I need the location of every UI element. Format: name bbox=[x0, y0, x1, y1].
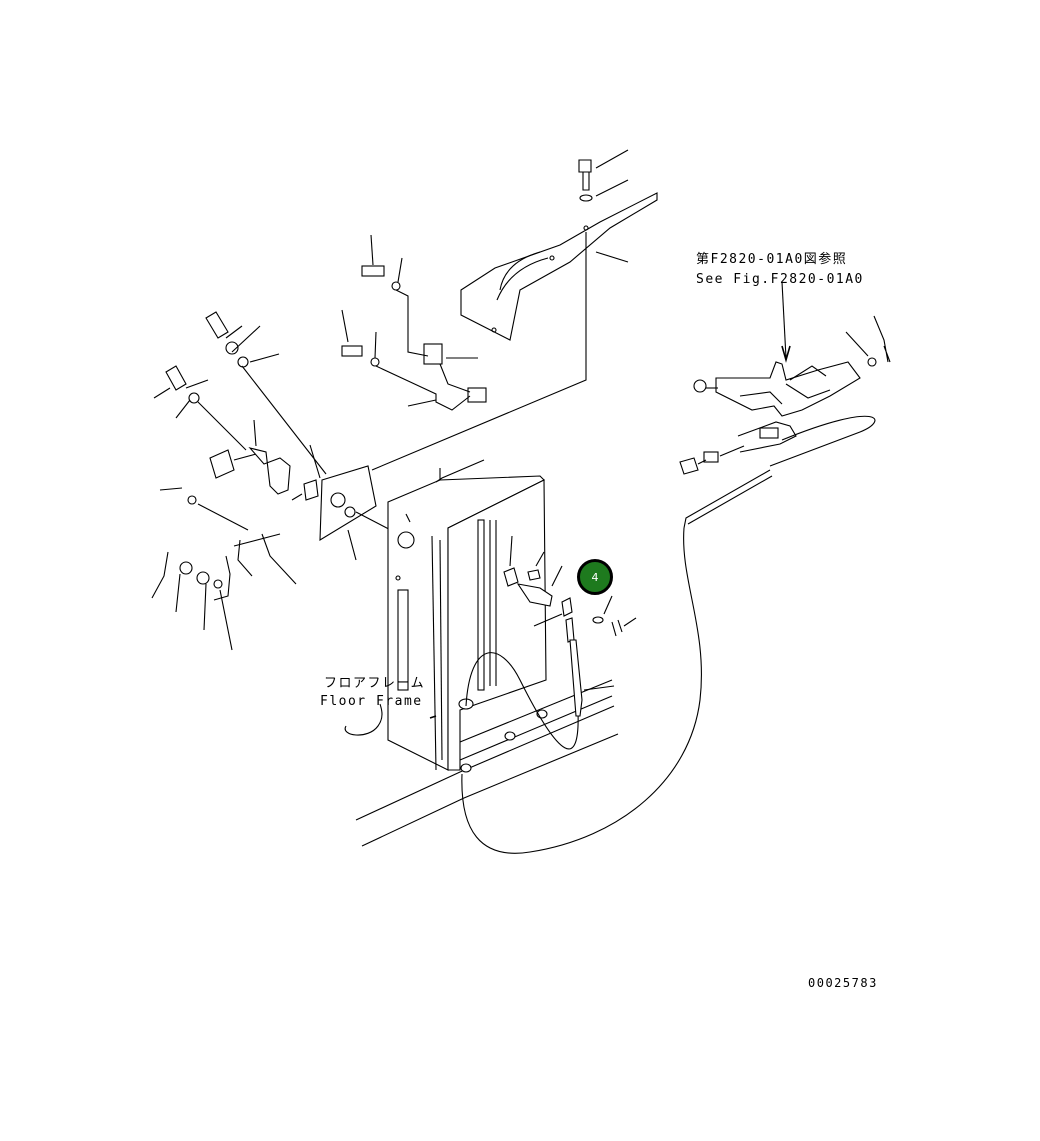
callout-number: 4 bbox=[591, 570, 599, 584]
left-hardware bbox=[151, 311, 327, 651]
floor-frame bbox=[387, 459, 547, 771]
drawing-number: 00025783 bbox=[808, 976, 878, 990]
reference-label-jp: 第F2820-01A0図参照 bbox=[696, 252, 848, 267]
clevis-assembly bbox=[503, 535, 637, 717]
pedal-plate bbox=[319, 465, 411, 561]
top-bolt bbox=[578, 159, 593, 231]
switch-assembly bbox=[341, 234, 487, 411]
control-cable bbox=[429, 415, 876, 854]
right-subassembly bbox=[679, 281, 891, 475]
floor-frame-leader bbox=[344, 703, 383, 736]
floor-frame-label-en: Floor Frame bbox=[320, 694, 423, 709]
floor-frame-label-jp: フロアフレーム bbox=[324, 676, 426, 691]
reference-label-en: See Fig.F2820-01A0 bbox=[696, 272, 864, 287]
top-bracket bbox=[460, 192, 658, 341]
callout-badge-4[interactable]: 4 bbox=[577, 559, 613, 595]
